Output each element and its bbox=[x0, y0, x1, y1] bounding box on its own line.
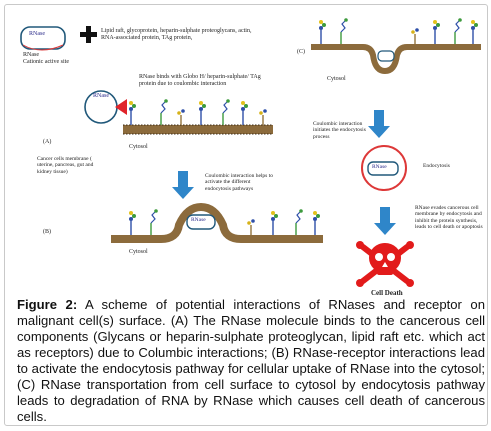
panel-b-label: (B) bbox=[43, 229, 51, 235]
diagram-canvas bbox=[20, 17, 481, 287]
plus-icon bbox=[80, 26, 97, 43]
endocytosis-label: Endocytosis bbox=[423, 163, 450, 169]
rnase-label-top: RNase bbox=[29, 31, 45, 37]
cationic-site-label: Cationic active site bbox=[23, 59, 69, 65]
components-label: Lipid raft, glycoprotein, heparin-sulpha… bbox=[101, 28, 252, 41]
coulombic-initiates-label: Coulombic interaction initiates the endo… bbox=[313, 121, 366, 140]
arrow-down-icon bbox=[368, 110, 390, 138]
cell-death-label: Cell Death bbox=[371, 289, 403, 297]
membrane-c bbox=[311, 17, 481, 75]
rnase-label-b: RNase bbox=[191, 217, 206, 223]
membrane-a bbox=[123, 98, 273, 135]
rnase-label-a: RNase bbox=[93, 93, 109, 99]
rnase-label: RNase bbox=[23, 52, 39, 58]
evades-label: RNase evades cancerous cell membrane by … bbox=[415, 205, 483, 230]
panel-c-label: (C) bbox=[297, 49, 305, 55]
endocytosis-cell bbox=[361, 145, 407, 191]
rnase-bound-a bbox=[84, 90, 127, 124]
skull-crossbones-icon bbox=[356, 241, 414, 287]
arrow-down-icon bbox=[172, 171, 194, 199]
diagram-area: RNase RNase Cationic active site Lipid r… bbox=[11, 11, 489, 297]
figure-caption: Figure 2: A scheme of potential interact… bbox=[17, 297, 485, 425]
cancer-membrane-label: Cancer cells membrane ( uterine, pancrea… bbox=[37, 156, 94, 175]
cytosol-label-c: Cytosol bbox=[327, 76, 346, 82]
rnase-molecule-top bbox=[20, 26, 66, 51]
arrow-down-icon bbox=[374, 207, 396, 235]
coulombic-activate-label: Coulombic interaction helps to activate … bbox=[205, 173, 273, 192]
cytosol-label-a: Cytosol bbox=[129, 144, 148, 150]
binds-label: RNase binds with Globo H/ heparin-sulpha… bbox=[139, 74, 261, 87]
membrane-b bbox=[111, 202, 323, 243]
caption-text: A scheme of potential interactions of RN… bbox=[17, 297, 485, 424]
cytosol-label-b: Cytosol bbox=[129, 249, 148, 255]
panel-a-label: (A) bbox=[43, 139, 52, 145]
rnase-label-c: RNase bbox=[372, 164, 387, 170]
caption-label: Figure 2: bbox=[17, 297, 78, 312]
figure-frame: RNase RNase Cationic active site Lipid r… bbox=[4, 4, 488, 426]
